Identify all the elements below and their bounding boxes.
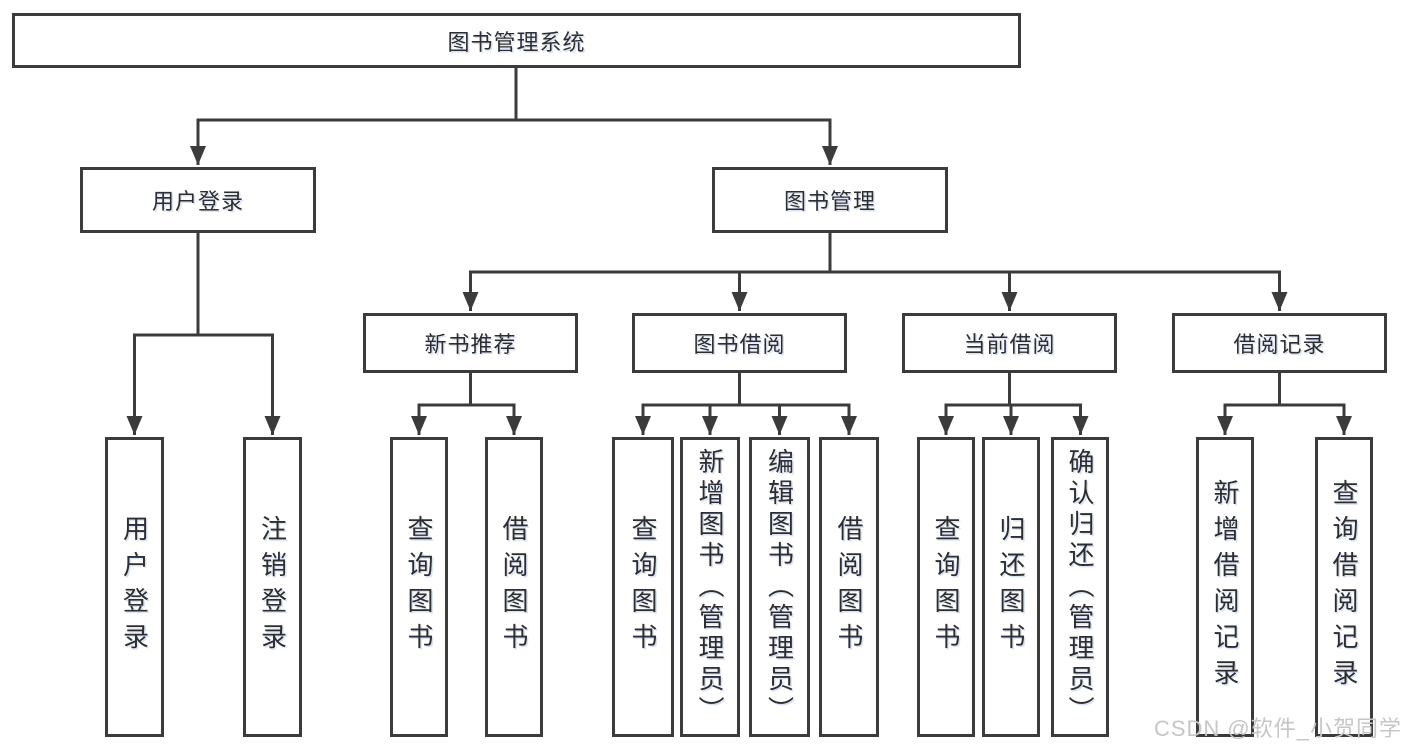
node-borrowing-records: 借阅记录 bbox=[1172, 313, 1387, 373]
leaf-query-books-current: 查询图书 bbox=[917, 437, 975, 737]
node-user-login: 用户登录 bbox=[80, 167, 316, 233]
node-label: 图书管理 bbox=[783, 189, 876, 214]
leaf-query-books-borrow: 查询图书 bbox=[612, 437, 674, 737]
node-book-management: 图书管理 bbox=[712, 167, 948, 233]
node-label: 当前借阅 bbox=[963, 332, 1056, 357]
node-label: 查询图书 bbox=[931, 515, 961, 659]
node-label: 新增图书（管理员） bbox=[695, 447, 725, 727]
node-current-borrowing: 当前借阅 bbox=[902, 313, 1117, 373]
node-label: 用户登录 bbox=[151, 189, 244, 214]
leaf-query-borrow-record: 查询借阅记录 bbox=[1315, 437, 1373, 737]
node-new-book-recommendation: 新书推荐 bbox=[363, 313, 578, 373]
leaf-add-borrow-record: 新增借阅记录 bbox=[1196, 437, 1254, 737]
leaf-query-books-recommend: 查询图书 bbox=[390, 437, 448, 737]
node-label: 新增借阅记录 bbox=[1210, 479, 1240, 695]
csdn-watermark: CSDN @软件_小贺同学 bbox=[1153, 716, 1402, 741]
node-label: 图书借阅 bbox=[693, 332, 786, 357]
leaf-logout: 注销登录 bbox=[243, 437, 302, 737]
node-label: 图书管理系统 bbox=[447, 29, 586, 55]
node-label: 查询借阅记录 bbox=[1329, 479, 1359, 695]
node-label: 借阅记录 bbox=[1233, 332, 1326, 357]
leaf-return-books: 归还图书 bbox=[982, 437, 1040, 737]
node-label: 用户登录 bbox=[119, 515, 150, 659]
node-label: 注销登录 bbox=[257, 515, 288, 659]
leaf-edit-books-admin: 编辑图书（管理员） bbox=[749, 437, 810, 737]
leaf-add-books-admin: 新增图书（管理员） bbox=[680, 437, 740, 737]
leaf-borrow-books: 借阅图书 bbox=[819, 437, 879, 737]
node-label: 确认归还（管理员） bbox=[1065, 447, 1095, 727]
node-label: 查询图书 bbox=[404, 515, 434, 659]
node-label: 查询图书 bbox=[628, 515, 658, 659]
node-book-borrowing: 图书借阅 bbox=[632, 313, 847, 373]
node-label: 新书推荐 bbox=[424, 332, 517, 357]
node-label: 编辑图书（管理员） bbox=[764, 447, 795, 727]
node-library-management-system: 图书管理系统 bbox=[12, 13, 1021, 68]
node-label: 借阅图书 bbox=[499, 515, 529, 659]
node-label: 归还图书 bbox=[996, 515, 1026, 659]
leaf-user-login: 用户登录 bbox=[105, 437, 164, 737]
leaf-borrow-books-recommend: 借阅图书 bbox=[485, 437, 543, 737]
leaf-confirm-return-admin: 确认归还（管理员） bbox=[1051, 437, 1109, 737]
node-label: 借阅图书 bbox=[834, 515, 864, 659]
